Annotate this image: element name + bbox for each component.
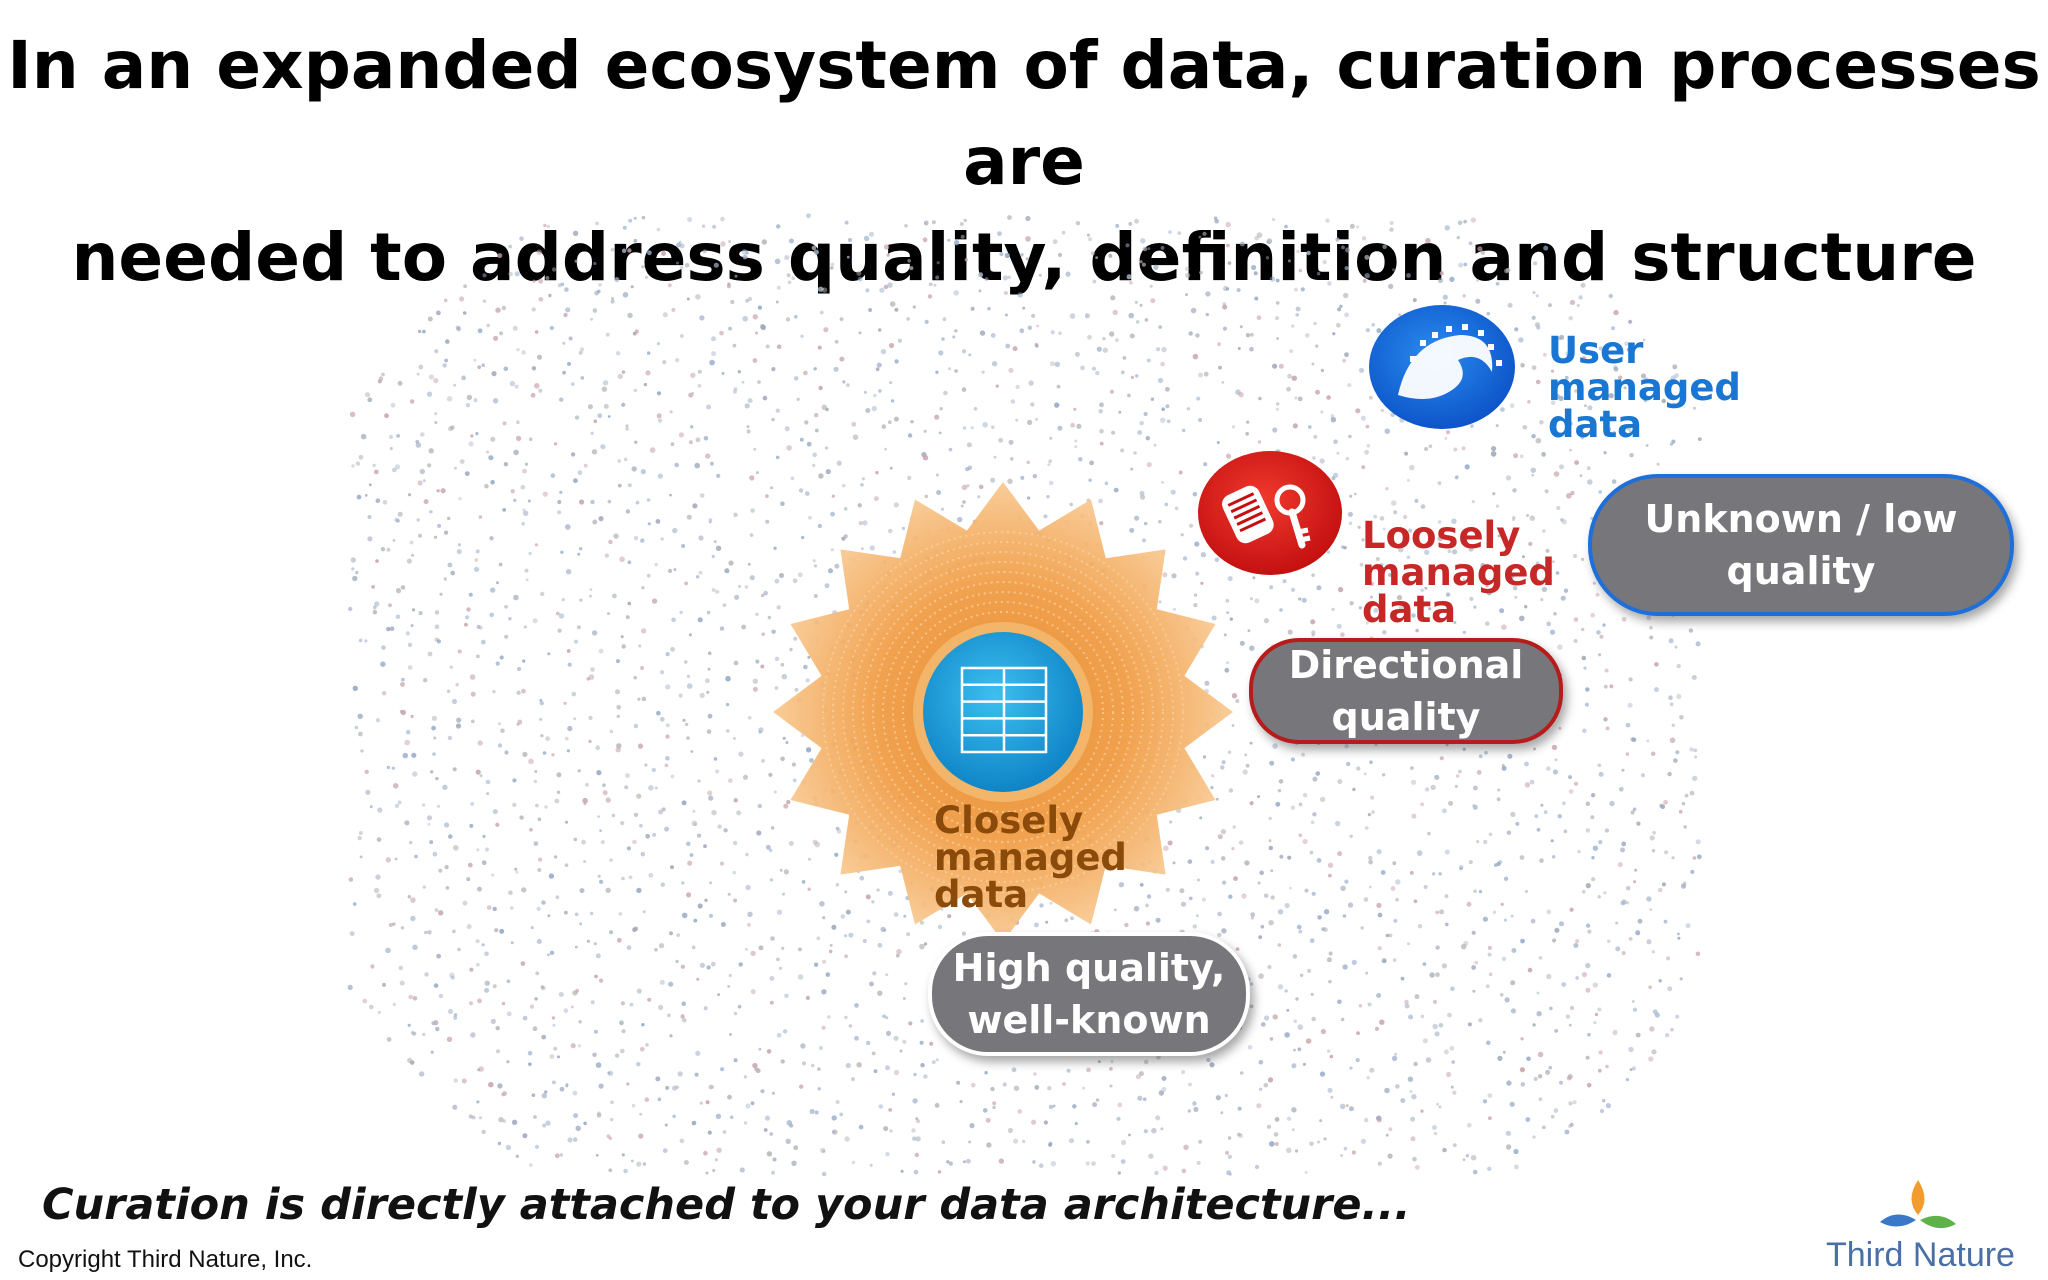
user-managed-data-label: User managed data: [1548, 332, 1741, 443]
category-label-line: data: [1548, 403, 1643, 446]
directional-quality-badge: Directional quality: [1249, 638, 1563, 744]
badge-line: well-known: [967, 998, 1211, 1042]
curation-note: Curation is directly attached to your da…: [42, 1180, 1411, 1230]
category-label-line: User: [1548, 329, 1644, 372]
badge-line: Directional: [1288, 643, 1524, 687]
third-nature-logo-icon: [1880, 1180, 1956, 1229]
data-wave-icon: [1369, 305, 1515, 429]
high-quality-badge: High quality, well-known: [928, 932, 1250, 1056]
loosely-managed-data-label: Loosely managed data: [1362, 517, 1555, 628]
badge-line: Unknown / low: [1644, 497, 1958, 541]
category-label-line: managed: [934, 836, 1127, 879]
badge-line: quality: [1726, 549, 1876, 593]
title-line-1: In an expanded ecosystem of data, curati…: [7, 27, 2041, 200]
badge-line: High quality,: [952, 946, 1226, 990]
category-label-line: Closely: [934, 799, 1084, 842]
category-label-line: data: [1362, 588, 1457, 631]
title-line-2: needed to address quality, definition an…: [71, 219, 1977, 296]
unknown-low-quality-badge: Unknown / low quality: [1588, 474, 2014, 616]
closely-managed-data-label: Closely managed data: [934, 802, 1127, 913]
category-label-line: managed: [1548, 366, 1741, 409]
slide-title: In an expanded ecosystem of data, curati…: [0, 18, 2048, 306]
category-label-line: managed: [1362, 551, 1555, 594]
tag-key-icon: [1198, 451, 1342, 575]
database-table-icon: [913, 622, 1093, 802]
category-label-line: Loosely: [1362, 514, 1521, 557]
third-nature-logo-text: Third Nature: [1826, 1236, 2015, 1274]
copyright-text: Copyright Third Nature, Inc.: [18, 1246, 313, 1273]
category-label-line: data: [934, 873, 1029, 916]
badge-line: quality: [1331, 695, 1481, 739]
